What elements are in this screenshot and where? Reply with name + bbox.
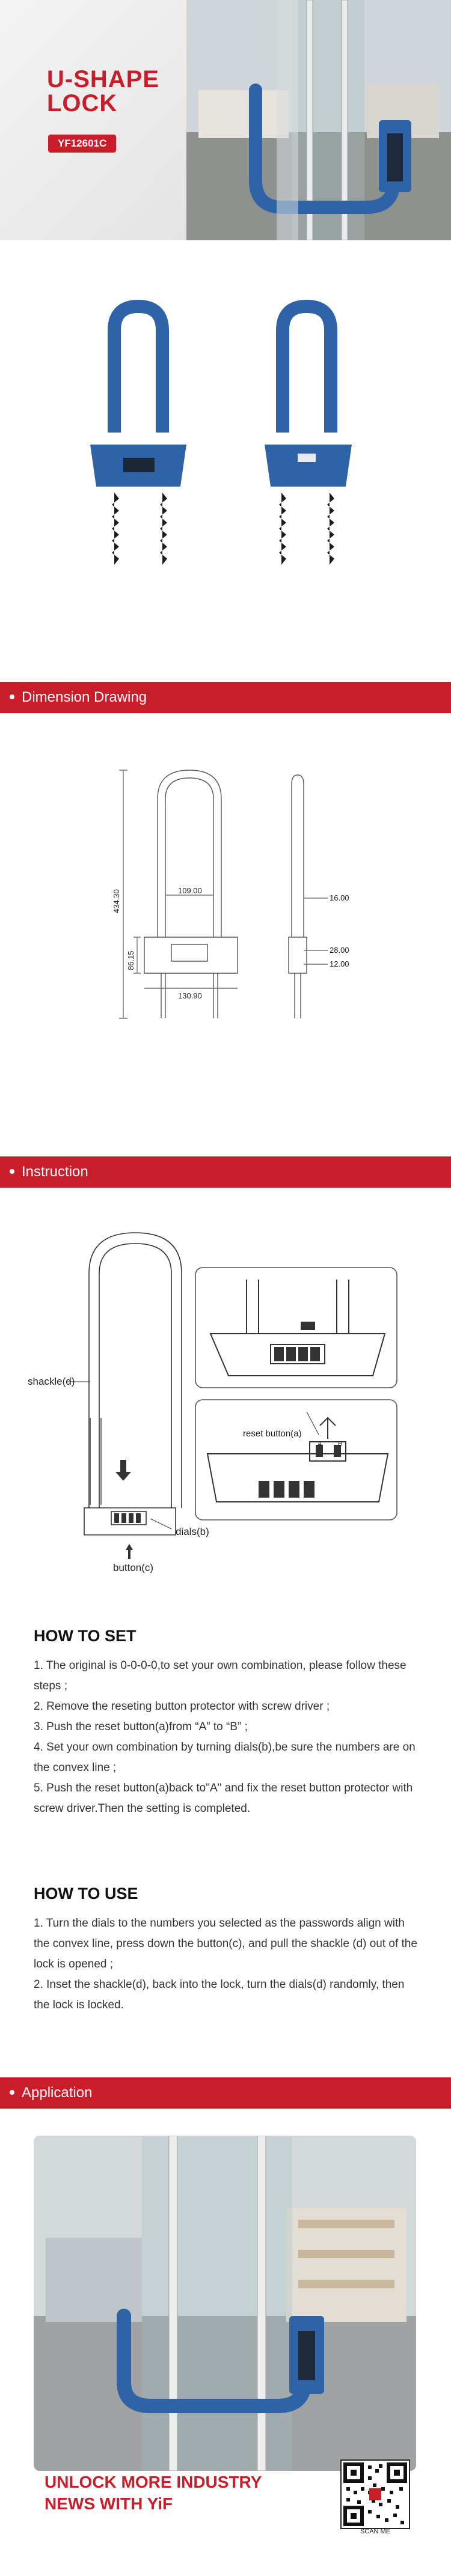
bullet-dot [10, 1169, 14, 1174]
hero-scene-illustration [186, 0, 451, 240]
instruction-diagram [66, 1232, 397, 1559]
label-shackle: shackle(d) [28, 1376, 75, 1387]
use-step-2: 2. Inset the shackle(d), back into the l… [34, 1978, 405, 2011]
footer-title: UNLOCK MORE INDUSTRY NEWS WITH YiF [44, 2471, 262, 2515]
hero-title-line1: U-SHAPE [47, 66, 160, 93]
qr-code[interactable] [340, 2459, 410, 2529]
label-dials: dials(b) [176, 1526, 209, 1537]
how-to-use-steps: 1. Turn the dials to the numbers you sel… [34, 1913, 419, 2016]
dim-body-width: 130.90 [178, 991, 202, 1000]
hero-title: U-SHAPE LOCK [47, 67, 159, 115]
set-step-2: 2. Remove the reseting button protector … [34, 1700, 330, 1713]
application-scene-illustration [34, 2136, 416, 2471]
label-position-b: B [338, 1441, 343, 1448]
instruction-detail-bottom [195, 1399, 397, 1520]
dim-side-bottom: 12.00 [330, 959, 349, 968]
how-to-set-title: HOW TO SET [34, 1627, 137, 1645]
set-step-4: 4. Set your own combination by turning d… [34, 1741, 416, 1774]
dim-inner-width: 109.00 [178, 886, 202, 895]
set-step-1: 1. The original is 0-0-0-0,to set your o… [34, 1659, 407, 1692]
how-to-use-title: HOW TO USE [34, 1885, 138, 1903]
dimension-drawing [119, 770, 328, 1019]
bullet-dot [10, 694, 14, 700]
hero-title-line2: LOCK [47, 90, 118, 117]
footer-title-line2: NEWS WITH YiF [44, 2494, 173, 2513]
label-reset-button: reset button(a) [243, 1429, 302, 1439]
footer-title-line1: UNLOCK MORE INDUSTRY [44, 2473, 262, 2491]
qr-caption: SCAN ME [360, 2528, 391, 2535]
dim-side-mid: 28.00 [330, 946, 349, 955]
model-badge: YF12601C [48, 135, 117, 153]
label-position-a: A [318, 1441, 322, 1448]
section-bar-instruction: Instruction [0, 1156, 451, 1188]
section-title-instruction: Instruction [22, 1164, 88, 1180]
dim-height: 434.30 [112, 889, 121, 913]
dim-lock-height: 86.15 [126, 950, 135, 970]
hero-banner: U-SHAPE LOCK YF12601C [0, 0, 451, 240]
section-bar-dimension: Dimension Drawing [0, 682, 451, 713]
set-step-3: 3. Push the reset button(a)from “A” to “… [34, 1721, 248, 1733]
section-title-dimension: Dimension Drawing [22, 689, 147, 705]
set-step-5: 5. Push the reset button(a)back to"A" an… [34, 1782, 413, 1815]
section-bar-application: Application [0, 2077, 451, 2109]
dim-side-top: 16.00 [330, 893, 349, 902]
lock-angled-view [265, 299, 352, 565]
use-step-1: 1. Turn the dials to the numbers you sel… [34, 1917, 417, 1970]
label-button: button(c) [113, 1562, 154, 1573]
application-photo [34, 2136, 416, 2471]
qr-pattern [343, 2462, 407, 2526]
bullet-dot [10, 2090, 14, 2095]
instruction-detail-top [195, 1267, 397, 1388]
section-title-application: Application [22, 2085, 93, 2101]
product-views [90, 299, 352, 565]
hero-photo [186, 0, 451, 240]
how-to-set-steps: 1. The original is 0-0-0-0,to set your o… [34, 1656, 419, 1819]
lock-front-view [90, 299, 186, 565]
hero-left-panel [0, 0, 186, 240]
